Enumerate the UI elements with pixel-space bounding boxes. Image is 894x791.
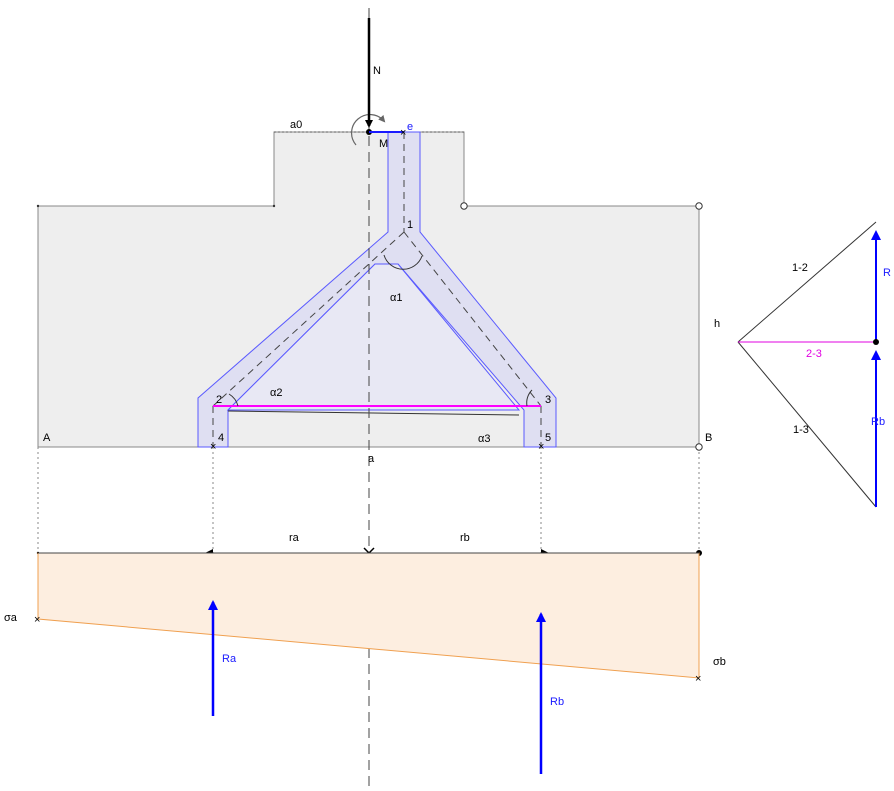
label-e: e [407, 121, 413, 133]
eccentricity-mark: × [400, 127, 406, 139]
label-Ra: Ra [222, 653, 237, 665]
label-sigma-b: σb [713, 656, 726, 668]
label-Rb-polygon: Rb [871, 416, 885, 428]
inner-triangle [226, 263, 521, 411]
soil-pressure-area [37, 552, 700, 679]
label-Rb-below: Rb [550, 696, 564, 708]
label-h: h [714, 318, 720, 330]
label-force-2-3: 2-3 [806, 348, 822, 360]
label-force-1-2: 1-2 [792, 262, 808, 274]
node-label-3: 3 [545, 394, 551, 406]
svg-text:×: × [538, 441, 544, 453]
label-M: M [379, 138, 388, 150]
label-a0: a0 [290, 119, 302, 131]
strut-centerlines [212, 132, 542, 447]
angle-label-alpha3: α3 [478, 433, 490, 445]
force-polygon [737, 221, 881, 508]
node-label-4: 4 [218, 432, 224, 444]
label-sigma-a: σa [4, 612, 18, 624]
sigma-a-mark: × [34, 614, 40, 626]
label-force-1-3: 1-3 [793, 424, 809, 436]
node-label-1: 1 [407, 219, 413, 231]
node-markers: × × [36, 202, 703, 453]
angle-label-alpha1: α1 [390, 292, 402, 304]
label-ra: ra [289, 532, 300, 544]
label-N: N [373, 65, 381, 77]
label-A: A [43, 432, 51, 444]
sigma-b-mark: × [695, 673, 701, 685]
label-a: a [368, 453, 375, 465]
label-rb: rb [460, 532, 470, 544]
tie-bottom-edge [227, 410, 520, 416]
label-R: R [883, 267, 891, 279]
node-label-5: 5 [545, 432, 551, 444]
label-B: B [705, 432, 712, 444]
svg-text:×: × [210, 441, 216, 453]
moment-arc [350, 113, 386, 146]
node-label-2: 2 [216, 394, 222, 406]
angle-arcs [228, 254, 533, 407]
angle-label-alpha2: α2 [270, 387, 282, 399]
